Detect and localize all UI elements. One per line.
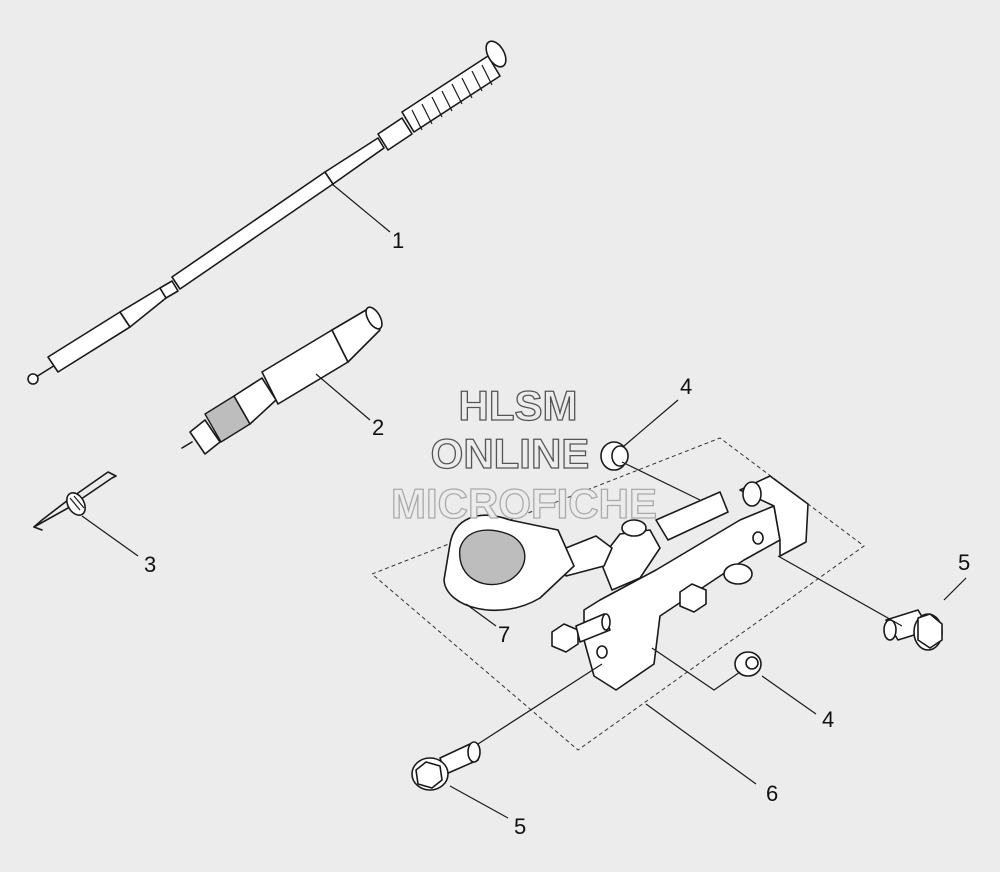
nut-bracket <box>679 583 707 613</box>
callout-7: 7 <box>498 622 510 647</box>
return-spring <box>33 471 117 531</box>
nut-lower <box>734 651 762 677</box>
cable-assembly <box>27 40 507 385</box>
watermark-line-3: MICROFICHE <box>391 480 657 527</box>
flange-bolt-left <box>411 741 481 791</box>
callout-4-upper: 4 <box>680 374 692 399</box>
cable-adjuster <box>181 306 383 455</box>
shift-lever <box>443 491 753 612</box>
callout-3: 3 <box>144 552 156 577</box>
flange-bolt-right <box>883 609 943 651</box>
nut-upper <box>600 441 629 471</box>
leader-lines <box>81 183 967 819</box>
callout-numbers: 1 2 3 4 4 5 5 6 7 <box>144 228 970 839</box>
callout-4-lower: 4 <box>822 707 834 732</box>
watermark-line-2: ONLINE <box>431 430 590 477</box>
bracket-bolt <box>551 613 611 653</box>
assembly-outline <box>371 437 865 751</box>
callout-6: 6 <box>766 781 778 806</box>
callout-2: 2 <box>372 415 384 440</box>
watermark-line-1: HLSM <box>459 382 578 429</box>
callout-5-right: 5 <box>958 550 970 575</box>
callout-1: 1 <box>392 228 404 253</box>
watermark: HLSM ONLINE MICROFICHE <box>390 381 657 527</box>
callout-5-left: 5 <box>514 814 526 839</box>
